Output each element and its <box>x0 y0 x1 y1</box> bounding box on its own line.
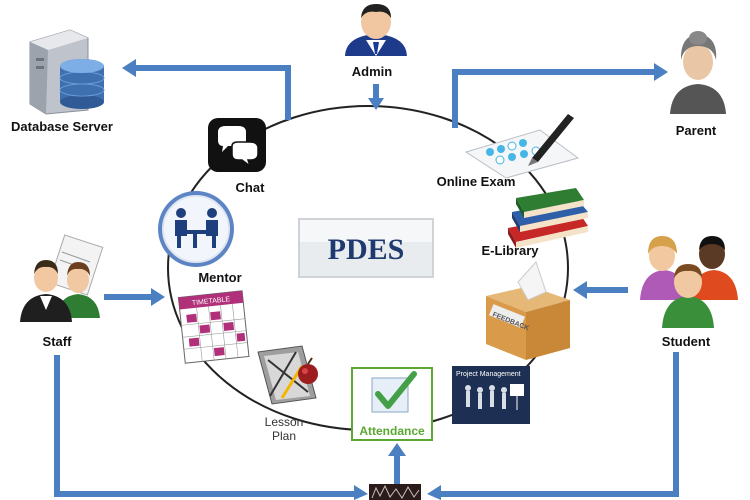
arrow-student-to-feedback <box>573 281 628 299</box>
mentor-icon <box>158 191 234 267</box>
arrow-up-to-attendance <box>388 443 406 488</box>
staff-label: Staff <box>43 334 73 349</box>
student-label: Student <box>662 334 711 349</box>
arrow-ring-to-database <box>122 59 291 120</box>
lesson-plan-icon <box>257 345 318 405</box>
bottom-image <box>369 484 421 500</box>
e-library-icon <box>508 188 588 248</box>
chat-label: Chat <box>236 180 266 195</box>
database-server-label: Database Server <box>11 119 113 134</box>
timetable-icon: TIMETABLE <box>177 290 250 364</box>
online-exam-label: Online Exam <box>437 174 516 189</box>
lesson-plan-label-2: Plan <box>272 429 296 443</box>
arrow-admin-to-ring <box>368 84 384 110</box>
admin-icon <box>345 4 407 56</box>
attendance-card: Attendance <box>351 367 433 441</box>
lesson-plan-label-1: Lesson <box>265 415 304 429</box>
e-library-label: E-Library <box>481 243 539 258</box>
feedback-box-icon: FEEDBACK <box>486 261 570 360</box>
pdes-title: PDES <box>328 233 405 266</box>
pdes-title-box: PDES <box>298 218 434 278</box>
attendance-label: Attendance <box>359 424 425 438</box>
student-icon <box>640 236 738 328</box>
online-exam-icon <box>464 114 580 179</box>
arrow-staff-to-timetable <box>104 288 165 306</box>
chat-icon <box>208 118 266 172</box>
staff-icon <box>20 234 104 322</box>
timetable-heading: TIMETABLE <box>192 296 231 307</box>
database-server-icon <box>29 29 105 115</box>
arrow-ring-to-parent <box>452 63 668 128</box>
parent-icon <box>670 31 726 114</box>
checkmark-icon <box>375 371 417 409</box>
admin-label: Admin <box>352 64 393 79</box>
project-management-label: Project Management <box>456 371 521 378</box>
parent-label: Parent <box>676 123 717 138</box>
arrow-staff-down <box>54 355 368 500</box>
mentor-label: Mentor <box>198 270 241 285</box>
project-management-card: Project Management <box>452 366 530 424</box>
arrow-student-down <box>427 352 679 500</box>
